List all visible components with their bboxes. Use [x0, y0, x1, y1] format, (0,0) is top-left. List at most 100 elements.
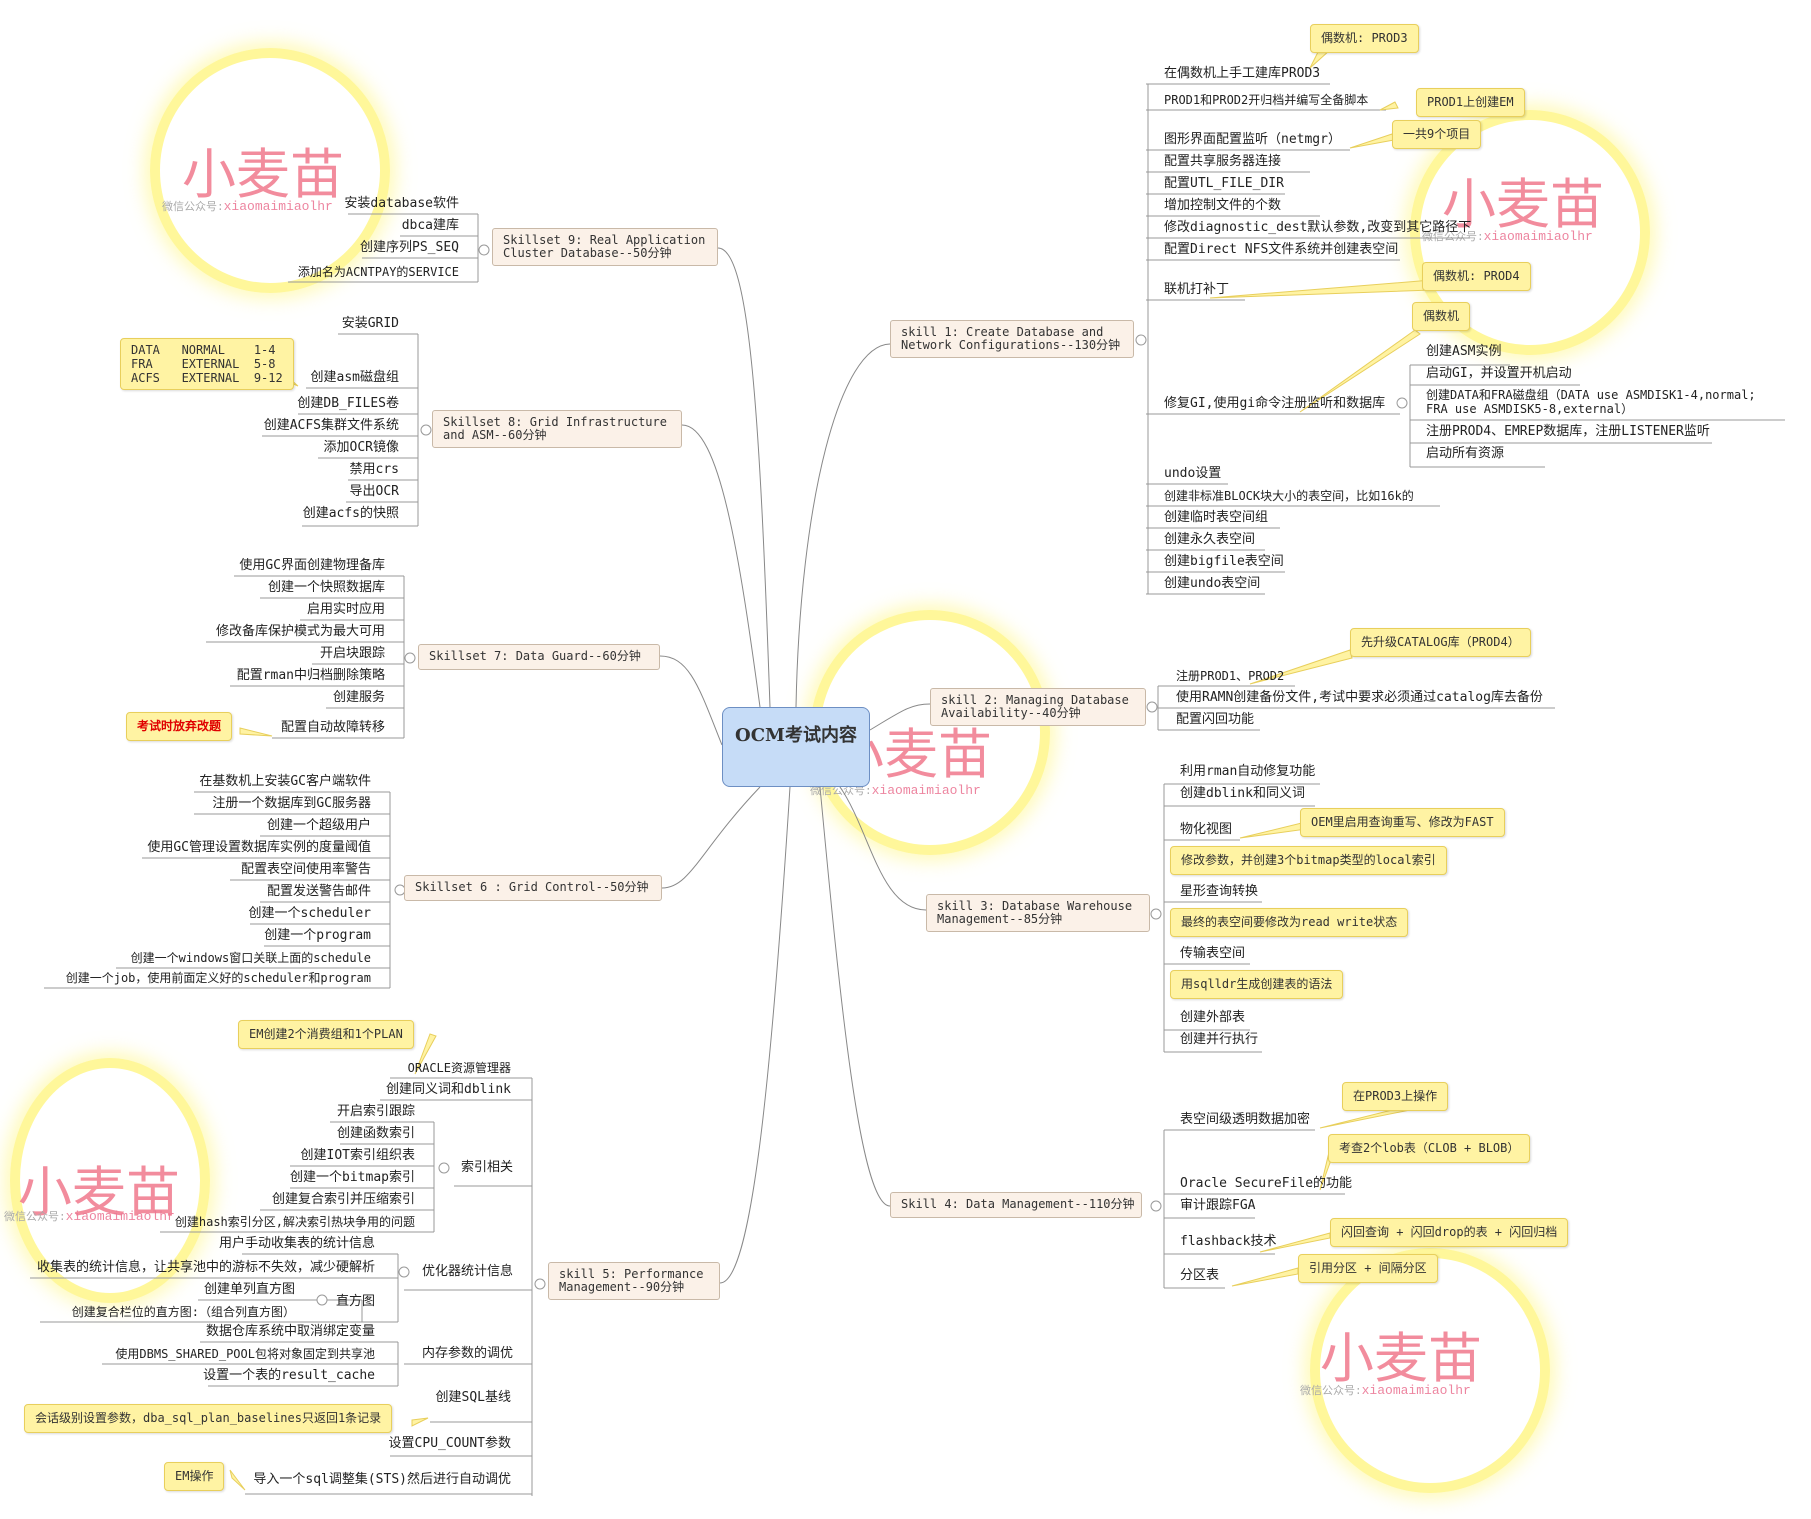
s8-note: DATA NORMAL 1-4 FRA EXTERNAL 5-8 ACFS EX…: [120, 338, 294, 390]
watermark-title: 小麦苗: [1320, 1327, 1482, 1390]
branch-skill7[interactable]: Skillset 7: Data Guard--60分钟: [418, 644, 660, 670]
watermark-account: 微信公众号:xiaomaimiaolhr: [162, 199, 333, 214]
s5-index-item: 开启索引跟踪: [336, 1104, 415, 1119]
s6-item: 使用GC管理设置数据库实例的度量阈值: [147, 840, 371, 855]
s5-item: 索引相关: [460, 1160, 513, 1175]
s2-item: 使用RAMN创建备份文件,考试中要求必须通过catalog库去备份: [1176, 690, 1543, 705]
s1-note: 偶数机: PROD4: [1422, 262, 1531, 291]
s5-index-item: 创建复合索引并压缩索引: [271, 1192, 415, 1207]
watermark-title: 小麦苗: [182, 143, 344, 206]
s3-note: 修改参数，并创建3个bitmap类型的local索引: [1170, 846, 1447, 875]
s6-item: 创建一个program: [264, 928, 371, 943]
s1-item: undo设置: [1164, 466, 1222, 481]
watermark-account: 微信公众号:xiaomaimiaolhr: [1300, 1383, 1471, 1398]
s1-note: 偶数机: [1412, 302, 1471, 331]
s1-note: 一共9个项目: [1392, 120, 1482, 149]
s1-gi-item: 启动GI，并设置开机启动: [1426, 366, 1572, 381]
s1-item: 配置共享服务器连接: [1164, 154, 1282, 169]
s5-note: 会话级别设置参数，dba_sql_plan_baselines只返回1条记录: [24, 1404, 393, 1433]
s8-item: 安装GRID: [341, 316, 399, 331]
s1-item: 创建临时表空间组: [1164, 510, 1269, 525]
branch-skill3[interactable]: skill 3: Database Warehouse Management--…: [926, 894, 1150, 932]
s6-item: 配置表空间使用率警告: [240, 862, 371, 877]
s3-note: 用sqlldr生成创建表的语法: [1170, 970, 1344, 999]
s1-gi-item: 启动所有资源: [1426, 446, 1505, 461]
s6-item: 创建一个job，使用前面定义好的scheduler和program: [65, 971, 371, 985]
branch-skill8[interactable]: Skillset 8: Grid Infrastructure and ASM-…: [432, 410, 682, 448]
s7-item: 创建服务: [332, 690, 385, 705]
s7-item: 配置自动故障转移: [280, 720, 385, 735]
s5-index-item: 创建函数索引: [336, 1126, 415, 1141]
s5-hist-item: 创建单列直方图: [203, 1282, 295, 1297]
s1-item: 创建非标准BLOCK块大小的表空间，比如16k的: [1164, 489, 1414, 503]
s3-item: 创建dblink和同义词: [1180, 786, 1305, 801]
s1-gi-item: 创建ASM实例: [1426, 344, 1502, 359]
branch-skill9[interactable]: Skillset 9: Real Application Cluster Dat…: [492, 228, 718, 266]
s5-item: 设置CPU_COUNT参数: [388, 1436, 511, 1451]
s7-item: 创建一个快照数据库: [267, 580, 385, 595]
watermark-title: 小麦苗: [18, 1161, 180, 1224]
s8-item: 创建ACFS集群文件系统: [263, 418, 399, 433]
s1-item: 修改diagnostic_dest默认参数,改变到其它路径下: [1164, 220, 1472, 235]
s2-note: 先升级CATALOG库（PROD4）: [1350, 628, 1531, 657]
s6-item: 配置发送警告邮件: [266, 884, 371, 899]
branch-skill6[interactable]: Skillset 6 : Grid Control--50分钟: [404, 875, 662, 901]
s5-mem-item: 使用DBMS_SHARED_POOL包将对象固定到共享池: [115, 1347, 375, 1361]
s1-item: 联机打补丁: [1164, 282, 1230, 297]
s1-gi-item: 注册PROD4、EMREP数据库，注册LISTENER监听: [1426, 424, 1710, 439]
s7-item: 开启块跟踪: [319, 646, 385, 661]
s3-item: 利用rman自动修复功能: [1180, 764, 1316, 779]
s4-note: 引用分区 + 间隔分区: [1298, 1254, 1438, 1283]
s5-note: EM创建2个消费组和1个PLAN: [238, 1020, 414, 1049]
watermark-account: 微信公众号:xiaomaimiaolhr: [810, 783, 981, 798]
s7-item: 启用实时应用: [306, 602, 385, 617]
s6-item: 创建一个windows窗口关联上面的schedule: [130, 951, 371, 965]
s5-stats-item: 直方图: [335, 1294, 375, 1309]
s5-mem-item: 设置一个表的result_cache: [203, 1368, 375, 1383]
s7-item: 使用GC界面创建物理备库: [239, 558, 385, 573]
branch-skill5[interactable]: skill 5: Performance Management--90分钟: [548, 1262, 720, 1300]
s8-item: 创建asm磁盘组: [310, 370, 399, 385]
s1-item: 在偶数机上手工建库PROD3: [1164, 66, 1321, 81]
s5-item: 创建同义词和dblink: [386, 1082, 511, 1097]
s3-note: 最终的表空间要修改为read write状态: [1170, 908, 1409, 937]
s4-item: flashback技术: [1180, 1234, 1277, 1249]
s7-item: 修改备库保护模式为最大可用: [215, 624, 385, 639]
s1-item: 创建永久表空间: [1164, 532, 1256, 547]
s3-item: 星形查询转换: [1180, 884, 1259, 899]
s8-item: 创建DB_FILES卷: [297, 396, 399, 411]
s5-item: 导入一个sql调整集(STS)然后进行自动调优: [253, 1472, 511, 1487]
s9-item: 创建序列PS_SEQ: [360, 240, 459, 255]
watermark-account: 微信公众号:xiaomaimiaolhr: [4, 1209, 175, 1224]
s5-note: EM操作: [164, 1462, 225, 1491]
s5-hist-item: 创建复合栏位的直方图:（组合列直方图）: [71, 1305, 295, 1319]
s1-item: 配置UTL_FILE_DIR: [1164, 176, 1284, 191]
s1-gi-item: 创建DATA和FRA磁盘组（DATA use ASMDISK1-4,normal…: [1426, 388, 1756, 416]
s6-item: 创建一个超级用户: [266, 818, 371, 833]
s3-note: OEM里启用查询重写、修改为FAST: [1300, 808, 1505, 837]
s5-stats-item: 收集表的统计信息，让共享池中的游标不失效，减少硬解析: [36, 1260, 375, 1275]
s8-item: 导出OCR: [349, 484, 399, 499]
s1-note: PROD1上创建EM: [1416, 88, 1525, 117]
s8-item: 禁用crs: [349, 462, 399, 477]
s2-item: 注册PROD1、PROD2: [1176, 669, 1285, 683]
branch-skill4[interactable]: Skill 4: Data Management--110分钟: [890, 1192, 1142, 1218]
s4-note: 在PROD3上操作: [1342, 1082, 1449, 1111]
s9-item: 添加名为ACNTPAY的SERVICE: [297, 265, 459, 279]
s9-item: dbca建库: [401, 218, 459, 233]
s4-item: 表空间级透明数据加密: [1180, 1112, 1311, 1127]
s5-mem-item: 数据仓库系统中取消绑定变量: [205, 1324, 375, 1339]
s5-item: ORACLE资源管理器: [407, 1061, 511, 1075]
branch-skill1[interactable]: skill 1: Create Database and Network Con…: [890, 320, 1134, 358]
s3-item: 传输表空间: [1180, 946, 1246, 961]
s8-item: 创建acfs的快照: [302, 506, 399, 521]
s3-item: 创建并行执行: [1180, 1032, 1259, 1047]
s5-index-item: 创建IOT索引组织表: [300, 1148, 415, 1163]
central-topic[interactable]: OCM考试内容: [722, 707, 870, 787]
s1-item: 创建bigfile表空间: [1164, 554, 1284, 569]
s5-item: 优化器统计信息: [421, 1264, 513, 1279]
s4-item: Oracle SecureFile的功能: [1180, 1176, 1353, 1191]
branch-skill2[interactable]: skill 2: Managing Database Availability-…: [930, 688, 1146, 726]
